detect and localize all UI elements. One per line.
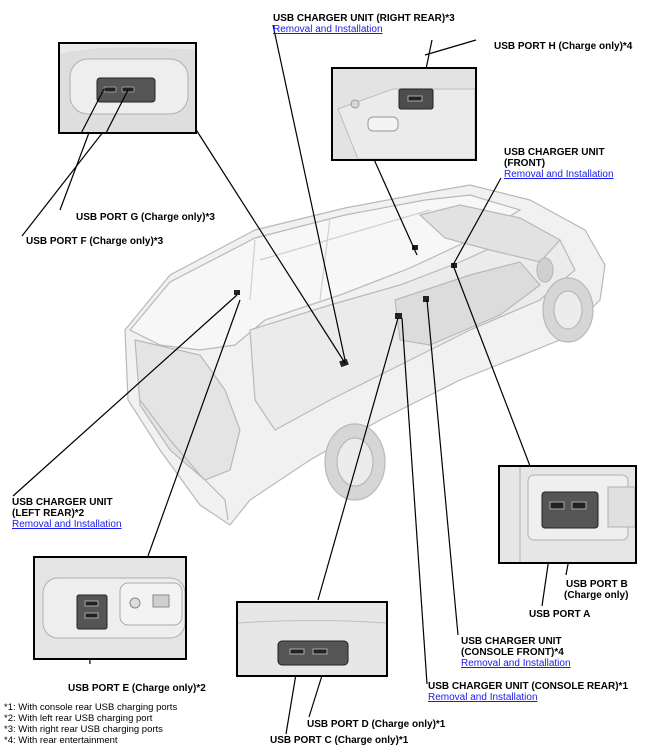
label-usb-port-d: USB PORT D (Charge only)*1 — [307, 719, 446, 730]
inset-e-illustration — [35, 558, 185, 658]
label-usb-port-g: USB PORT G (Charge only)*3 — [76, 212, 215, 223]
footnote-1: *1: With console rear USB charging ports — [4, 702, 178, 713]
label-usb-port-f: USB PORT F (Charge only)*3 — [26, 236, 164, 247]
footnote-4: *4: With rear entertainment — [4, 735, 118, 746]
footnote-2: *2: With left rear USB charging port — [4, 713, 153, 724]
label-usb-charger-front-line2: (FRONT) — [504, 158, 546, 169]
link-right-rear-removal[interactable]: Removal and Installation — [273, 24, 383, 35]
footnote-3: *3: With right rear USB charging ports — [4, 724, 163, 735]
label-usb-port-c: USB PORT C (Charge only)*1 — [270, 735, 409, 746]
link-front-removal[interactable]: Removal and Installation — [504, 169, 614, 180]
minivan-body — [124, 184, 606, 526]
label-usb-port-h: USB PORT H (Charge only)*4 — [494, 41, 633, 52]
link-left-rear-removal[interactable]: Removal and Installation — [12, 519, 122, 530]
link-console-rear-removal[interactable]: Removal and Installation — [428, 692, 538, 703]
link-console-front-removal[interactable]: Removal and Installation — [461, 658, 571, 669]
inset-usb-port-h — [331, 67, 477, 161]
inset-usb-ports-c-d — [236, 601, 388, 677]
label-usb-charger-left-rear-line2: (LEFT REAR)*2 — [12, 508, 85, 519]
label-usb-charger-console-front-line2: (CONSOLE FRONT)*4 — [461, 647, 564, 658]
inset-usb-ports-a-b — [498, 465, 637, 564]
label-usb-charger-console-front-line1: USB CHARGER UNIT — [461, 636, 562, 647]
label-usb-port-b-line2: (Charge only) — [564, 590, 629, 601]
inset-usb-ports-f-g — [58, 42, 197, 134]
inset-f-g-illustration — [60, 47, 195, 132]
label-usb-port-b-line1: USB PORT B — [566, 579, 628, 590]
label-usb-charger-front-line1: USB CHARGER UNIT — [504, 147, 605, 158]
inset-a-b-illustration — [500, 467, 635, 562]
inset-h-illustration — [333, 69, 475, 159]
label-usb-port-a: USB PORT A — [529, 609, 591, 620]
label-usb-port-e: USB PORT E (Charge only)*2 — [68, 683, 206, 694]
inset-c-d-illustration — [238, 603, 386, 675]
label-usb-charger-console-rear: USB CHARGER UNIT (CONSOLE REAR)*1 — [428, 681, 629, 692]
label-usb-charger-right-rear: USB CHARGER UNIT (RIGHT REAR)*3 — [273, 13, 455, 24]
label-usb-charger-left-rear-line1: USB CHARGER UNIT — [12, 497, 113, 508]
inset-usb-port-e — [33, 556, 187, 660]
port-location-marks — [234, 245, 457, 368]
